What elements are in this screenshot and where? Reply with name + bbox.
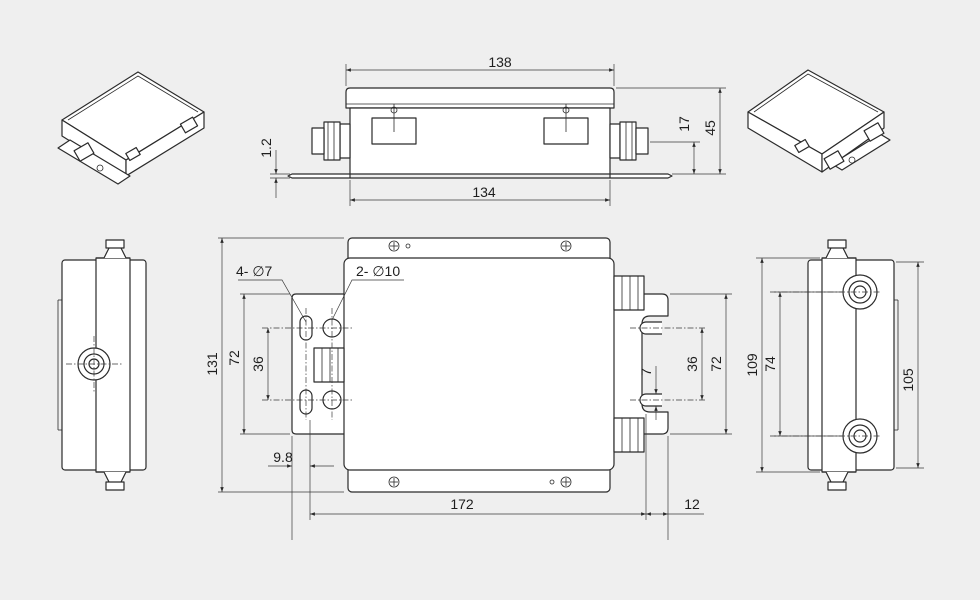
isometric-view-right	[747, 69, 891, 173]
dim-edge-offset: 12	[684, 496, 700, 512]
plan-gland-right-top	[613, 275, 645, 311]
dim-hole-small: 4- ∅7	[236, 263, 273, 279]
dim-pitch-length: 172	[450, 496, 474, 512]
dim-slot-width: 7	[638, 368, 654, 376]
dim-hole-large: 2- ∅10	[356, 263, 400, 279]
dim-base-width: 134	[472, 184, 496, 200]
side-view-right	[807, 239, 899, 491]
dim-right-inner: 36	[684, 356, 700, 372]
dim-left-inner: 36	[250, 356, 266, 372]
cable-gland-right	[609, 121, 649, 161]
flange	[287, 173, 673, 179]
dim-gland-height: 17	[676, 116, 692, 132]
dim-flange-thickness: 1.2	[258, 138, 274, 158]
cable-gland-left	[311, 121, 351, 161]
dim-left-span: 72	[226, 350, 242, 366]
dim-hole-offset: 9.8	[273, 449, 293, 465]
dim-right-span: 72	[708, 356, 724, 372]
dim-gland-pitch: 74	[762, 356, 778, 372]
screw-crosses	[390, 242, 570, 486]
dim-box-height: 105	[900, 368, 916, 392]
front-view-dimensions: 138 134 1.2 17 45	[258, 54, 726, 206]
dim-total-height: 45	[702, 120, 718, 136]
plan-gland-right-bottom	[613, 417, 645, 453]
dim-side-height: 109	[744, 353, 760, 377]
center-lines	[66, 291, 880, 437]
isometric-view-left	[57, 71, 205, 185]
plan-gland-left	[313, 347, 345, 383]
plan-view	[66, 237, 880, 493]
front-view	[287, 87, 673, 179]
dim-top-width: 138	[488, 54, 512, 70]
right-slots	[639, 321, 662, 407]
side-view-left	[57, 239, 147, 491]
plan-view-dimensions: 131 72 36 36 72 7 4- ∅7 2- ∅10 9.8 172 1…	[204, 237, 732, 540]
dim-overall-height: 131	[204, 352, 220, 376]
